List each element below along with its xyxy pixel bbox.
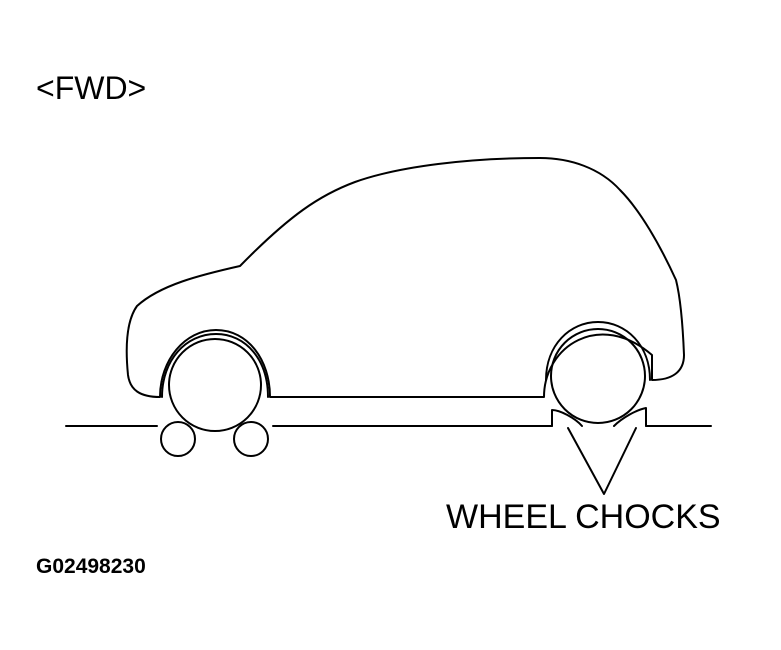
front-roller-left (160, 421, 196, 457)
wheel-chocks-label: WHEEL CHOCKS (446, 498, 721, 536)
rear-wheel (550, 328, 646, 424)
figure-id: G02498230 (36, 555, 146, 578)
wheel-chock-front (613, 407, 647, 427)
front-wheel (168, 338, 262, 432)
diagram-heading: <FWD> (36, 70, 147, 106)
wheel-chock-rear (551, 409, 583, 427)
front-roller-right (233, 421, 269, 457)
callout-pointer (567, 427, 637, 495)
vehicle-body-outline (125, 157, 685, 398)
front-wheel-arch (161, 333, 269, 398)
rear-wheel-arch (545, 321, 651, 381)
